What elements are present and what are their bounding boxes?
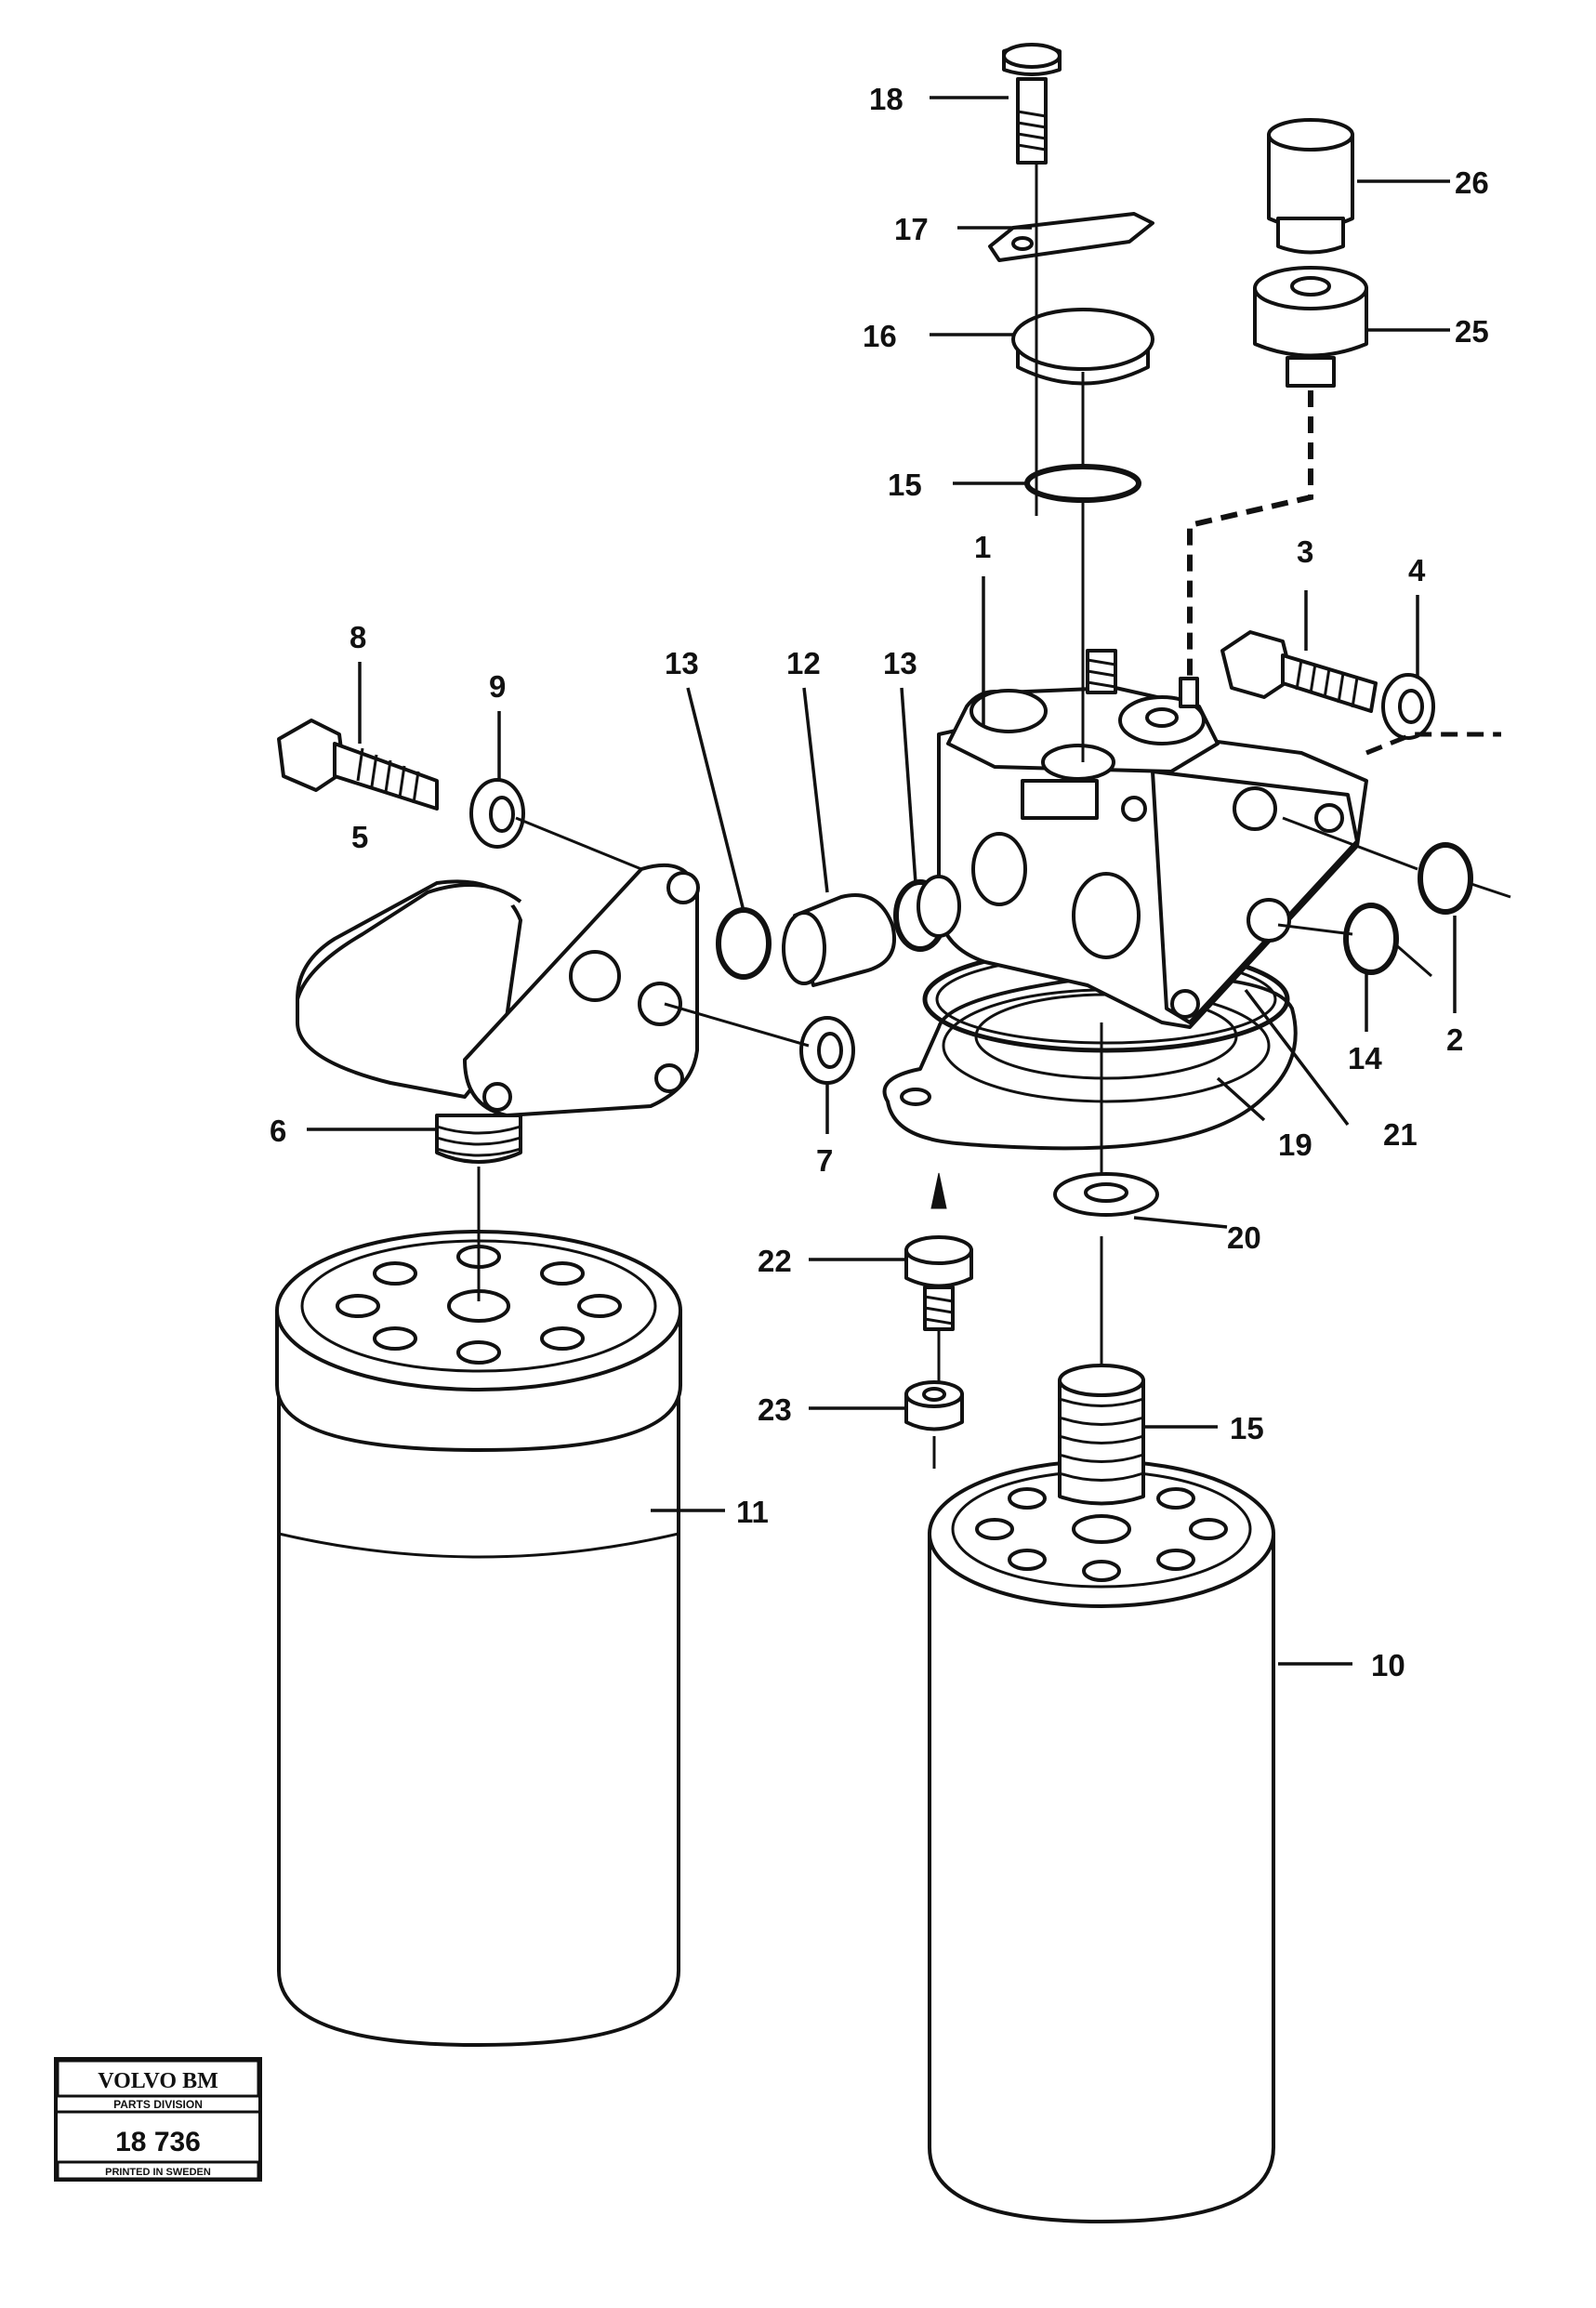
plate-brand: VOLVO BM	[98, 2069, 218, 2093]
filter-head-1	[937, 649, 1368, 1029]
callout-16: 15	[888, 468, 922, 502]
volvo-bm-parts-plate: VOLVO BM PARTS DIVISION 18 736 PRINTED I…	[54, 2057, 262, 2182]
sensor-26	[1267, 118, 1354, 255]
callout-15: 15	[1230, 1411, 1264, 1445]
callout-24: 23	[758, 1392, 792, 1427]
callout-10: 10	[1371, 1648, 1405, 1682]
adapter-nut-25	[1253, 266, 1368, 388]
callout-6: 6	[270, 1114, 286, 1148]
plate-division: PARTS DIVISION	[113, 2098, 203, 2111]
callout-8: 8	[350, 620, 366, 654]
callout-7: 7	[816, 1143, 833, 1178]
washer-4	[1381, 673, 1435, 740]
threaded-nipple-15	[1058, 1236, 1145, 1506]
nut-24	[904, 1380, 964, 1469]
assembly-guide-lines	[515, 163, 1511, 1176]
washer-9	[469, 778, 525, 849]
callout-13-right: 13	[883, 646, 917, 680]
washer-21	[1053, 1172, 1159, 1217]
callout-1: 1	[974, 530, 991, 564]
callout-14: 14	[1348, 1041, 1382, 1075]
seal-ring-2	[1418, 842, 1473, 915]
bolt-3	[1220, 630, 1378, 713]
callout-3: 3	[1297, 534, 1313, 569]
filter-cartridge-11	[275, 1230, 682, 2047]
callout-4: 4	[1408, 553, 1426, 587]
adapter-housing-5	[296, 863, 700, 1117]
seal-ring-13-right	[893, 875, 961, 952]
callout-19: 18	[869, 82, 904, 116]
plate-printed: PRINTED IN SWEDEN	[105, 2167, 211, 2178]
callout-18: 17	[894, 212, 929, 246]
callout-20: 19	[1278, 1128, 1312, 1162]
base-flange-20	[882, 973, 1298, 1151]
callout-23: 22	[758, 1244, 792, 1278]
washer-7	[799, 1016, 855, 1085]
filter-cartridge-10	[928, 1459, 1275, 2223]
sleeve-12	[782, 893, 896, 987]
callout-13-left: 13	[665, 646, 699, 680]
callout-17: 16	[863, 319, 897, 353]
callout-26: 26	[1455, 165, 1489, 200]
callout-5: 5	[351, 820, 368, 854]
o-ring-16	[1024, 464, 1141, 503]
callout-9: 9	[489, 669, 506, 704]
callout-12: 12	[786, 646, 821, 680]
callout-2: 2	[1446, 1022, 1463, 1057]
plug-17	[1011, 308, 1154, 386]
bracket-plate-18	[988, 212, 1154, 262]
nipple-6	[435, 1114, 522, 1301]
seal-ring-13-left	[716, 907, 772, 980]
seal-ring-14	[1343, 903, 1399, 975]
plug-23	[904, 1172, 973, 1390]
callout-labels: 18 17 16 15 26 25 1 3 4 8 9 13 12 13 5 6…	[270, 82, 1489, 1682]
bolt-19	[1002, 43, 1062, 165]
bolt-8	[277, 719, 439, 811]
callout-25: 25	[1455, 314, 1489, 349]
callout-11: 11	[736, 1495, 769, 1529]
callout-leaders	[307, 96, 1457, 1666]
plate-number: 18 736	[115, 2127, 201, 2157]
callout-21: 20	[1227, 1220, 1261, 1255]
callout-22: 21	[1383, 1117, 1418, 1152]
